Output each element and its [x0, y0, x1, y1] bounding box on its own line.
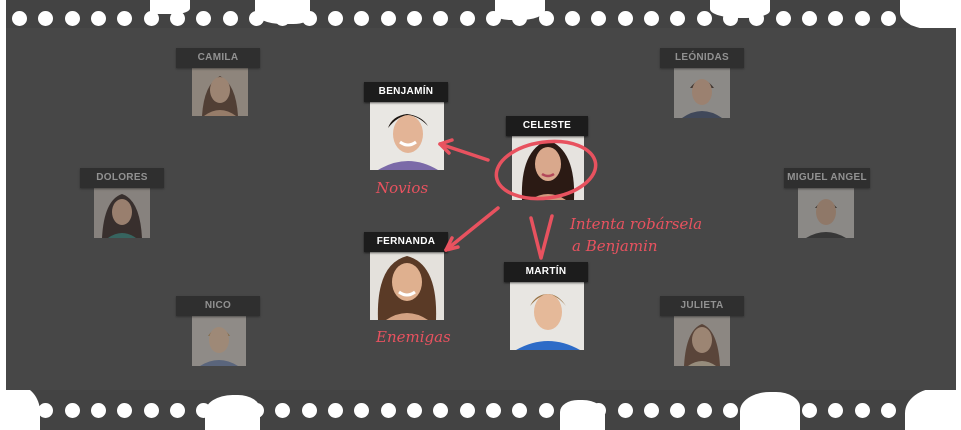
portrait-julieta [674, 314, 730, 366]
note-intenta-line2: a Benjamin [572, 237, 658, 255]
character-card-fernanda[interactable]: FERNANDA [364, 232, 448, 322]
portrait-camila [192, 64, 248, 116]
character-name: DOLORES [80, 168, 164, 188]
avatar [192, 314, 246, 366]
arrow-to-fernanda [444, 206, 500, 252]
character-card-dolores[interactable]: DOLORES [80, 168, 164, 240]
avatar [370, 248, 444, 320]
character-card-camila[interactable]: CAMILA [176, 48, 260, 118]
character-name: FERNANDA [364, 232, 448, 252]
character-name: MARTÍN [504, 262, 588, 282]
character-card-leonidas[interactable]: LEÓNIDAS [660, 48, 744, 120]
arrow-to-benjamin [438, 142, 490, 162]
avatar [94, 186, 150, 238]
portrait-miguel-angel [798, 186, 854, 238]
portrait-benjamin [370, 98, 444, 170]
portrait-fernanda [370, 248, 444, 320]
portrait-nico [192, 314, 246, 366]
relationship-board [6, 28, 956, 390]
note-novios: Novios [376, 179, 429, 197]
character-card-martin[interactable]: MARTÍN [504, 262, 588, 352]
portrait-dolores [94, 186, 150, 238]
portrait-leonidas [674, 64, 730, 118]
character-name: CELESTE [506, 116, 588, 136]
character-name: BENJAMÍN [364, 82, 448, 102]
character-card-julieta[interactable]: JULIETA [660, 296, 744, 368]
avatar [370, 98, 444, 170]
character-name: JULIETA [660, 296, 744, 316]
character-card-nico[interactable]: NICO [176, 296, 260, 368]
avatar [510, 280, 584, 350]
note-enemigas: Enemigas [376, 328, 451, 346]
avatar [674, 314, 730, 366]
character-name: MIGUEL ANGEL [784, 168, 870, 188]
avatar [192, 64, 248, 116]
celeste-highlight-circle [494, 139, 598, 201]
character-name: NICO [176, 296, 260, 316]
avatar [674, 64, 730, 118]
character-name: CAMILA [176, 48, 260, 68]
character-name: LEÓNIDAS [660, 48, 744, 68]
arrow-to-martin [529, 214, 554, 260]
character-card-miguel-angel[interactable]: MIGUEL ANGEL [784, 168, 870, 240]
note-intenta-line1: Intenta robársela [570, 215, 703, 233]
character-card-benjamin[interactable]: BENJAMÍN [364, 82, 448, 172]
portrait-martin [510, 280, 584, 350]
avatar [798, 186, 854, 238]
